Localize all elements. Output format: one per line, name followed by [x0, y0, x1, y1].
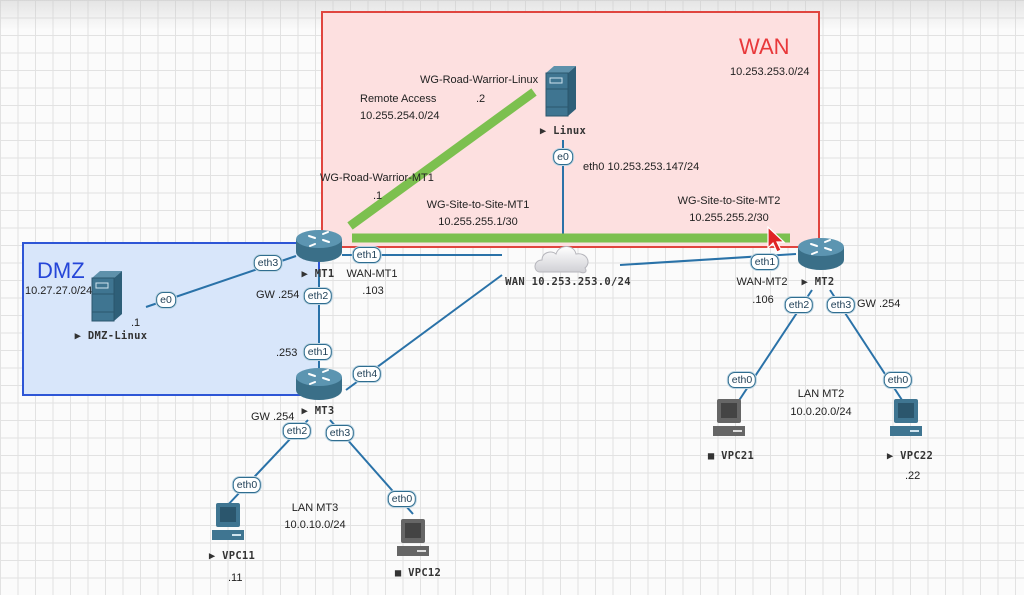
mt1-wan-label: WAN-MT1 [346, 268, 398, 280]
dmz-linux-node-label[interactable]: ▶ DMZ-Linux [74, 330, 148, 342]
mt1-wan-ip: .103 [362, 285, 384, 297]
state-running-icon: ▶ [208, 550, 216, 562]
wan-cloud-label[interactable]: WAN 10.253.253.0/24 [505, 276, 631, 288]
vpc11-ip: .11 [228, 572, 243, 584]
wan-zone-title: WAN [739, 34, 790, 59]
remote-access-subnet: 10.255.254.0/24 [360, 110, 440, 122]
router-mt1-icon[interactable] [294, 228, 344, 264]
lan-mt3-subnet: 10.0.10.0/24 [284, 519, 346, 531]
wg-road-warrior-linux-label: WG-Road-Warrior-Linux [420, 74, 539, 86]
wan-zone[interactable] [321, 11, 820, 248]
mt1-node-label[interactable]: ▶ MT1 [301, 268, 335, 280]
port-linux-e0[interactable]: e0 [553, 149, 573, 165]
cloud-icon[interactable] [532, 238, 594, 278]
lan-mt2-subnet: 10.0.20.0/24 [790, 406, 852, 418]
wg-site-mt1-label: WG-Site-to-Site-MT1 [426, 199, 530, 211]
mouse-cursor-icon [767, 226, 786, 253]
state-running-icon: ▶ [886, 450, 894, 462]
wg-road-warrior-mt1-label: WG-Road-Warrior-MT1 [320, 172, 434, 184]
port-mt2-eth3[interactable]: eth3 [826, 297, 856, 313]
state-stopped-icon: ■ [394, 567, 402, 579]
lan-mt3-label: LAN MT3 [291, 502, 339, 514]
port-mt2-eth1[interactable]: eth1 [750, 254, 780, 270]
vpc22-pc-icon[interactable] [888, 398, 924, 442]
port-mt1-eth2[interactable]: eth2 [303, 288, 333, 304]
vpc22-ip: .22 [905, 470, 921, 482]
vpc12-node-label[interactable]: ■ VPC12 [394, 567, 442, 579]
wg-road-warrior-linux-ip: .2 [476, 93, 486, 105]
vpc21-pc-icon[interactable] [711, 398, 747, 442]
port-mt3-eth1[interactable]: eth1 [303, 344, 333, 360]
mt1-gateway-label: GW .254 [256, 289, 300, 301]
wg-site-mt1-ip: 10.255.255.1/30 [438, 216, 518, 228]
router-mt3-icon[interactable] [294, 366, 344, 402]
port-vpc21-eth0[interactable]: eth0 [727, 372, 757, 388]
port-mt3-eth3[interactable]: eth3 [325, 425, 355, 441]
vpc11-pc-icon[interactable] [210, 502, 246, 546]
dmz-zone-title: DMZ [37, 258, 85, 283]
mt3-node-label[interactable]: ▶ MT3 [301, 405, 335, 417]
port-mt1-eth1[interactable]: eth1 [352, 247, 382, 263]
port-mt2-eth2[interactable]: eth2 [784, 297, 814, 313]
port-mt1-eth3[interactable]: eth3 [253, 255, 283, 271]
mt3-gateway-label: GW .254 [251, 411, 295, 423]
state-running-icon: ▶ [801, 276, 809, 288]
port-mt3-eth4[interactable]: eth4 [352, 366, 382, 382]
wan-zone-subnet: 10.253.253.0/24 [730, 66, 810, 78]
mt3-eth1-ip: .253 [276, 347, 298, 359]
wg-road-warrior-mt1-ip: .1 [373, 190, 383, 202]
linux-node-label[interactable]: ▶ Linux [539, 125, 587, 137]
state-running-icon: ▶ [301, 268, 309, 280]
state-stopped-icon: ■ [707, 450, 715, 462]
port-dmz-e0[interactable]: e0 [156, 292, 176, 308]
vpc12-pc-icon[interactable] [395, 518, 431, 562]
vpc21-node-label[interactable]: ■ VPC21 [707, 450, 755, 462]
port-vpc11-eth0[interactable]: eth0 [232, 477, 262, 493]
port-vpc12-eth0[interactable]: eth0 [387, 491, 417, 507]
dmz-zone-subnet: 10.27.27.0/24 [25, 285, 93, 297]
wg-site-mt2-label: WG-Site-to-Site-MT2 [677, 195, 781, 207]
vpc22-node-label[interactable]: ▶ VPC22 [886, 450, 934, 462]
linux-server-icon[interactable] [542, 65, 578, 117]
tunnel-road-warrior[interactable] [347, 88, 537, 230]
mt2-node-label[interactable]: ▶ MT2 [801, 276, 835, 288]
wg-site-mt2-ip: 10.255.255.2/30 [689, 212, 769, 224]
dmz-server-icon[interactable] [88, 270, 124, 322]
linux-eth0-address: eth0 10.253.253.147/24 [583, 161, 700, 173]
port-mt3-eth2[interactable]: eth2 [282, 423, 312, 439]
state-running-icon: ▶ [539, 125, 547, 137]
router-mt2-icon[interactable] [796, 236, 846, 272]
state-running-icon: ▶ [301, 405, 309, 417]
lan-mt2-label: LAN MT2 [797, 388, 845, 400]
mt2-wan-label: WAN-MT2 [736, 276, 788, 288]
vpc11-node-label[interactable]: ▶ VPC11 [208, 550, 256, 562]
state-running-icon: ▶ [74, 330, 82, 342]
mt2-wan-ip: .106 [752, 294, 774, 306]
port-vpc22-eth0[interactable]: eth0 [883, 372, 913, 388]
remote-access-label: Remote Access [360, 93, 437, 105]
mt2-gateway-label: GW .254 [857, 298, 901, 310]
dmz-linux-ip: .1 [131, 317, 141, 329]
